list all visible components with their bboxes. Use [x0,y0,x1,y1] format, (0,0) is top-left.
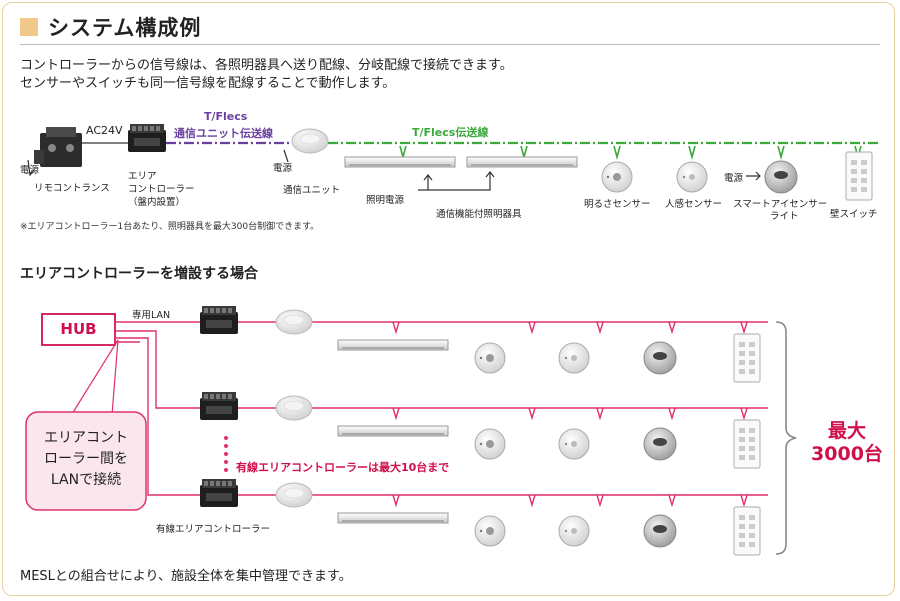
callout-text-line: ローラー間を [44,451,128,467]
tflecs-unit-line-label-1: T/Flecs [204,110,248,123]
motion-sensor-icon [676,161,708,193]
smart-sensor-light-icon [764,160,798,194]
comm-unit-label: 通信ユニット [283,185,341,196]
area-controller-label-line: コントローラー [128,184,195,195]
power-unit-label: 電源 [273,163,293,174]
motion-sensor-label: 人感センサー [665,199,723,210]
motion-sensor-icon [558,342,590,374]
hub-label: HUB [60,320,97,338]
motion-sensor-icon [558,515,590,547]
wired-controller-icon [200,392,238,420]
wall-switch-icon [733,506,761,556]
callout-text: エリアコント ローラー間を LANで接続 [26,428,146,491]
wired-controller-icon [200,306,238,334]
controller-row [200,479,768,556]
callout-box [25,411,147,511]
area-controller-label-line: エリア [128,171,157,182]
description-line-2: センサーやスイッチも同一信号線を配線することで動作します。 [20,76,396,91]
controller-row [200,392,768,469]
brightness-sensor-label: 明るさセンサー [584,199,651,210]
power-left-label: 電源 [20,165,40,176]
note-text: ※エリアコントローラー1台あたり、照明器具を最大300台制御できます。 [20,222,320,232]
area-controller-icon [128,124,166,152]
lan-label: 専用LAN [132,310,171,321]
wired-controller-label: 有線エリアコントローラー [156,524,271,535]
brightness-sensor-icon [474,515,506,547]
callout-text-line: LANで接続 [50,472,122,488]
smart-sensor-light-icon [643,341,677,375]
area-controller-label: エリア コントローラー （盤内設置） [128,170,195,209]
lighting-fixture-icon [466,156,578,168]
brightness-sensor-icon [474,428,506,460]
title-wrap: システム構成例 [20,12,201,42]
vertical-dots [224,436,228,472]
max-count-label-line: 最大 [827,420,866,442]
page-title: システム構成例 [48,16,202,40]
smart-power-arrow-icon [746,171,761,181]
lighting-power-arrow-icon [418,176,429,191]
lighting-fixture-icon [337,512,449,524]
remote-transformer-label: リモコントランス [34,183,110,194]
section-title: エリアコントローラーを増設する場合 [20,266,258,282]
title-marker-icon [20,18,38,36]
smart-sensor-light-icon [643,427,677,461]
lighting-power-label: 照明電源 [366,195,405,206]
title-divider [20,44,880,45]
green-drop-arrows [399,145,862,161]
comm-unit-icon [275,482,313,508]
max-wired-label: 有線エリアコントローラーは最大10台まで [236,461,450,474]
motion-sensor-icon [558,428,590,460]
brightness-sensor-icon [601,161,633,193]
max-bracket [775,321,797,555]
comm-unit-icon [275,309,313,335]
lighting-fixture-icon [337,425,449,437]
wall-switch-icon [733,419,761,469]
footer-text: MESLとの組合せにより、施設全体を集中管理できます。 [20,569,352,584]
power-unit-arrow-icon [283,149,289,163]
callout-text-line: エリアコント [44,430,128,446]
comm-fixture-label: 通信機能付照明器具 [436,209,522,220]
smart-power-label: 電源 [724,173,744,184]
tflecs-line-label: T/Flecs伝送線 [412,126,489,139]
power-arrow-icon [27,159,35,177]
max-count-label-line: 3000台 [811,443,883,465]
tflecs-unit-line-label-2: 通信ユニット伝送線 [174,127,273,140]
description-line-1: コントローラーからの信号線は、各照明器具へ送り配線、分岐配線で接続できます。 [20,58,513,73]
comm-unit-icon [291,128,329,154]
comm-unit-icon [275,395,313,421]
lighting-fixture-icon [344,156,456,168]
wall-switch-label: 壁スイッチ [830,209,878,220]
remote-transformer-icon [34,127,82,167]
controller-row [200,306,768,383]
wall-switch-icon [733,333,761,383]
smart-sensor-light-label-2: ライト [770,211,799,222]
ac-label: AC24V [86,124,123,137]
smart-sensor-light-icon [643,514,677,548]
lighting-fixture-icon [337,339,449,351]
brightness-sensor-icon [474,342,506,374]
area-controller-label-line: （盤内設置） [128,197,186,208]
lan-lines [115,321,200,496]
smart-sensor-light-label-1: スマートアイセンサー [733,199,828,210]
wired-controller-icon [200,479,238,507]
max-count-label: 最大 3000台 [800,420,894,466]
hub-box [41,313,116,346]
wall-switch-icon [845,151,873,201]
